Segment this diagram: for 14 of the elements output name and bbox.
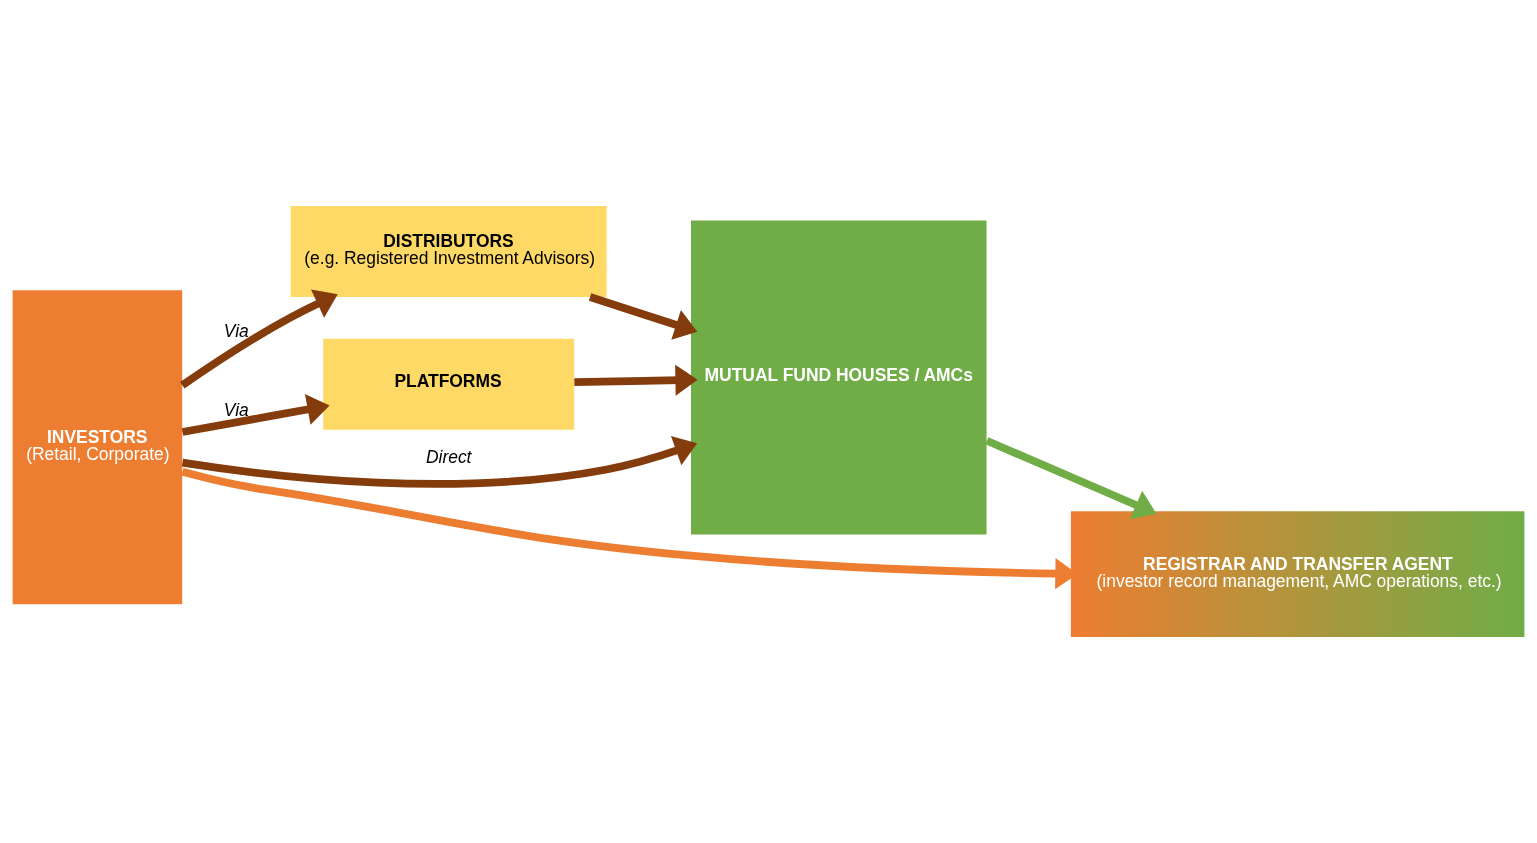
- arrow: [181, 436, 698, 488]
- arrow: [985, 437, 1157, 520]
- edge-label: Direct: [425, 447, 472, 468]
- arrow: [181, 394, 330, 436]
- node-box: REGISTRAR AND TRANSFER AGENT (investor record management, AMC operations, etc.): [1070, 511, 1525, 638]
- node-box: MUTUAL FUND HOUSES / AMCs: [690, 220, 987, 535]
- arrow: [574, 364, 698, 396]
- node-box: DISTRIBUTORS (e.g. Registered Investment Advisors): [290, 205, 607, 297]
- edge-label: Via: [223, 399, 249, 420]
- node-box: PLATFORMS: [323, 338, 575, 430]
- node-box: INVESTORS (Retail, Corporate): [12, 290, 183, 605]
- edge-label: Via: [223, 321, 249, 342]
- arrow: [180, 289, 338, 389]
- arrow: [588, 293, 698, 340]
